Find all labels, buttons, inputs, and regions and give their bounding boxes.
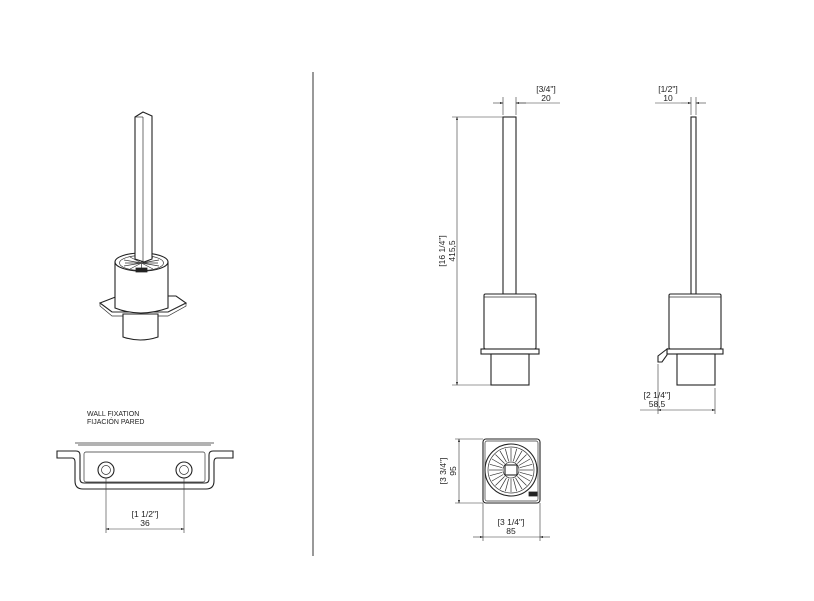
bristle-line [518,474,531,482]
bristle-line [489,463,503,469]
bristle-line [512,448,518,462]
side-width-inch: [1/2"] [658,84,678,94]
front-width-inch: [3/4"] [536,84,556,94]
front-height-inch: [16 1/4"] [437,235,447,266]
bristle-line [512,478,518,492]
bristle-line [491,458,504,466]
bristle-line [519,471,533,477]
bristle-line [495,476,505,486]
top-view: [3 3/4"] 95 [3 1/4"] 85 [438,438,550,541]
bristle-line [517,476,527,486]
side-view: [1/2"] 10 [2 1/4"] 58,5 [640,84,724,414]
front-view: [3/4"] 20 [16 1/4"] 415,5 [437,84,560,386]
wall-fixation-view: WALL FIXATION FIJACIÓN PARED [1 1/2"] 36 [56,411,234,533]
wall-fixation-title-es: FIJACIÓN PARED [87,417,144,426]
bristle-line [515,477,523,490]
top-width-inch: [3 1/4"] [498,517,525,527]
bristle-line [517,454,527,464]
top-height-mm: 95 [448,466,458,476]
bristle-line [519,463,533,469]
top-width-mm: 85 [506,526,516,536]
front-width-mm: 20 [541,93,551,103]
bristle-line [489,471,503,477]
side-depth-mm: 58,5 [649,399,666,409]
wall-fixation-title: WALL FIXATION [87,411,139,418]
top-height-inch: [3 3/4"] [438,458,448,485]
bristle-line [518,458,531,466]
bristle-line [495,454,505,464]
bristle-line [499,450,507,463]
isometric-view [98,111,188,341]
bristle-line [504,448,510,462]
bristle-line [499,477,507,490]
wall-spacing-mm: 36 [140,518,150,528]
bristle-line [491,474,504,482]
bristle-line [515,450,523,463]
wall-spacing-inch: [1 1/2"] [132,509,159,519]
side-width-mm: 10 [663,93,673,103]
bristle-line [504,478,510,492]
side-depth-inch: [2 1/4"] [644,390,671,400]
front-height-mm: 415,5 [447,240,457,262]
